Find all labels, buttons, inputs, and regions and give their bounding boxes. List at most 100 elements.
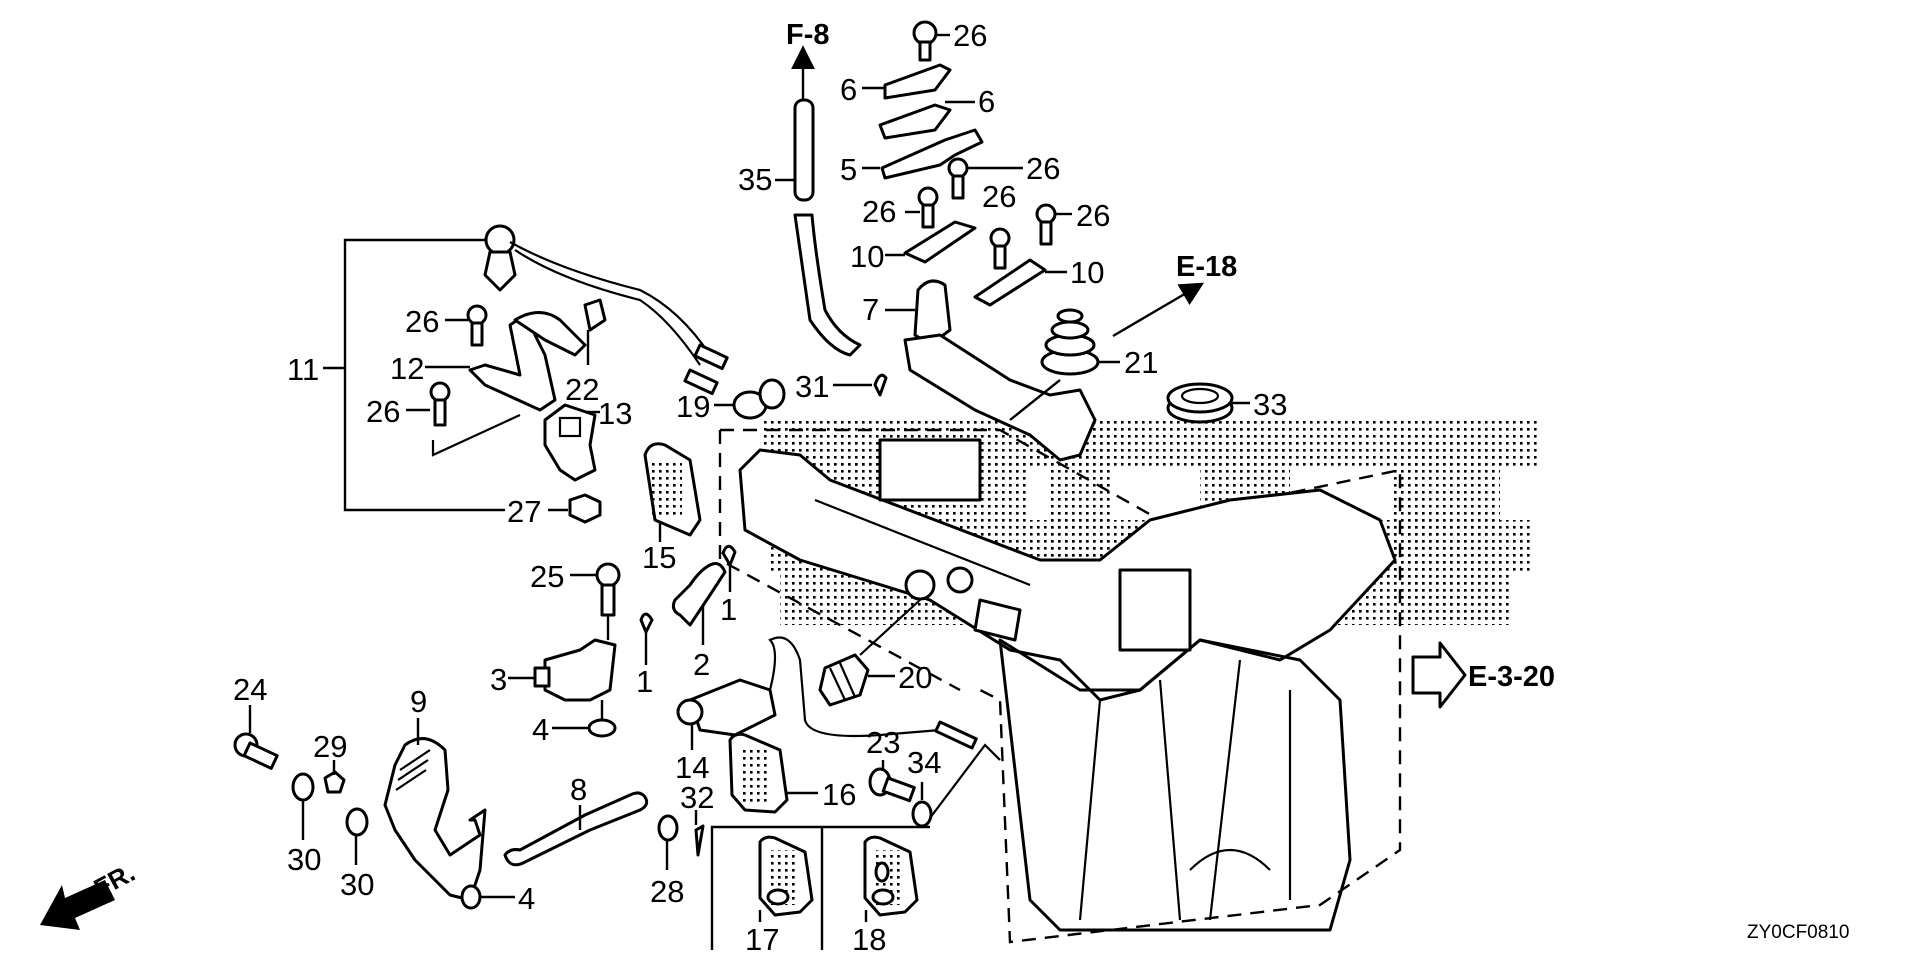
callout-34: 34 [907,745,941,780]
part-9-bracket[interactable]: 9 [383,684,487,902]
callout-17: 17 [745,922,779,957]
part-1-clip-a[interactable]: 1 [720,544,737,627]
callout-6b: 6 [978,84,995,119]
part-12-bracket[interactable]: 12 [390,311,587,412]
part-22-clamp[interactable]: 22 [565,298,607,407]
callout-35: 35 [738,162,772,197]
part-26-top-bolt[interactable]: 26 [912,18,987,62]
part-26-bolt-f[interactable]: 26 [405,304,488,347]
part-20-sensor[interactable]: 20 [818,599,932,707]
ref-f8-label: F-8 [786,19,830,51]
part-31-clip[interactable]: 31 [795,369,888,404]
part-3-switch[interactable]: 3 [490,638,617,702]
part-14-sensor[interactable]: 14 [675,636,978,786]
part-23-bolt[interactable]: 23 [866,725,916,803]
oil-case [718,428,1402,944]
callout-1b: 1 [636,664,653,699]
part-35-tube[interactable]: 35 [738,98,862,357]
ref-f8[interactable]: F-8 [786,19,830,100]
callout-11: 11 [287,352,319,387]
callout-28: 28 [650,874,684,909]
part-30-washer-a[interactable]: 30 [287,772,321,877]
part-17-seal[interactable]: 17 [745,835,814,957]
callout-30a: 30 [287,842,321,877]
callout-13: 13 [598,396,632,431]
drawing-code: ZY0CF0810 [1747,922,1849,943]
callout-26-g: 26 [366,394,400,429]
part-4-washer-b[interactable]: 4 [460,881,535,916]
part-32-clip[interactable]: 32 [680,780,714,857]
part-25-bolt[interactable]: 25 [530,559,621,640]
callout-30b: 30 [340,867,374,902]
part-26-bolt-c[interactable]: 26 [862,186,939,229]
callout-16: 16 [822,777,856,812]
ref-e18[interactable]: E-18 [1112,251,1237,338]
callout-26-f: 26 [405,304,439,339]
part-28-washer[interactable]: 28 [650,814,684,909]
part-16-seal[interactable]: 16 [728,732,856,814]
part-18-seal[interactable]: 18 [852,835,919,957]
callout-6a: 6 [840,72,857,107]
ref-e320[interactable]: E-3-20 [1411,641,1555,709]
seal-options-box [710,825,930,950]
ref-e18-label: E-18 [1176,251,1237,283]
callout-26-e: 26 [1076,198,1110,233]
part-34-washer[interactable]: 34 [907,743,1001,828]
callout-5: 5 [840,152,857,187]
part-2-hose[interactable]: 2 [671,562,727,682]
callout-26-d: 26 [982,179,1016,214]
part-15-seal[interactable]: 15 [642,442,702,575]
ref-e320-label: E-3-20 [1468,661,1555,693]
callout-7: 7 [862,292,879,327]
callout-9: 9 [410,684,427,719]
part-4-washer-a[interactable]: 4 [532,700,617,747]
callout-3: 3 [490,662,507,697]
callout-14: 14 [675,750,709,785]
part-33-grommet[interactable]: 33 [1166,382,1287,424]
part-13-holder[interactable]: 13 [543,396,632,482]
arrow-right-icon [1411,641,1467,709]
callout-12: 12 [390,351,424,386]
part-11-switch-assembly[interactable]: 11 [287,224,729,512]
arrow-front-icon [40,880,115,930]
part-6-plate-b[interactable]: 6 [878,84,995,140]
callout-10b: 10 [1070,255,1104,290]
callout-33: 33 [1253,387,1287,422]
callout-24: 24 [233,672,267,707]
callout-25: 25 [530,559,564,594]
part-24-bolt[interactable]: 24 [233,672,279,770]
callout-18: 18 [852,922,886,957]
callout-27: 27 [507,494,541,529]
part-1-clip-b[interactable]: 1 [636,612,654,699]
callout-8: 8 [570,772,587,807]
part-10-plate-a[interactable]: 10 [850,220,977,274]
part-8-tube[interactable]: 8 [503,772,649,867]
part-7-shift-arm[interactable]: 7 [862,279,1097,462]
callout-1a: 1 [720,592,737,627]
part-5-plate[interactable]: 5 [840,128,984,187]
part-26-bolt-d[interactable] [989,227,1011,270]
front-indicator: FR. [40,857,140,930]
part-29-nut[interactable]: 29 [313,729,347,794]
part-19-plug[interactable]: 19 [676,378,786,424]
part-26-bolt-b[interactable]: 26 [947,151,1060,200]
callout-21: 21 [1124,345,1158,380]
callout-31: 31 [795,369,829,404]
callout-20: 20 [898,660,932,695]
part-27-nut[interactable]: 27 [507,493,602,529]
callout-2: 2 [693,647,710,682]
callout-4b: 4 [518,881,535,916]
callout-32: 32 [680,780,714,815]
part-30-washer-b[interactable]: 30 [340,807,374,902]
part-26-bolt-e[interactable]: 26 [1035,198,1110,246]
callout-19: 19 [676,389,710,424]
part-26-bolt-g[interactable]: 26 [366,381,521,457]
part-6-plate-a[interactable]: 6 [840,63,952,107]
part-21-boot[interactable]: 21 [1009,308,1158,421]
callout-29: 29 [313,729,347,764]
callout-23: 23 [866,725,900,760]
callout-26-b: 26 [1026,151,1060,186]
callout-4a: 4 [532,712,549,747]
part-10-plate-b[interactable]: 10 [973,255,1104,307]
